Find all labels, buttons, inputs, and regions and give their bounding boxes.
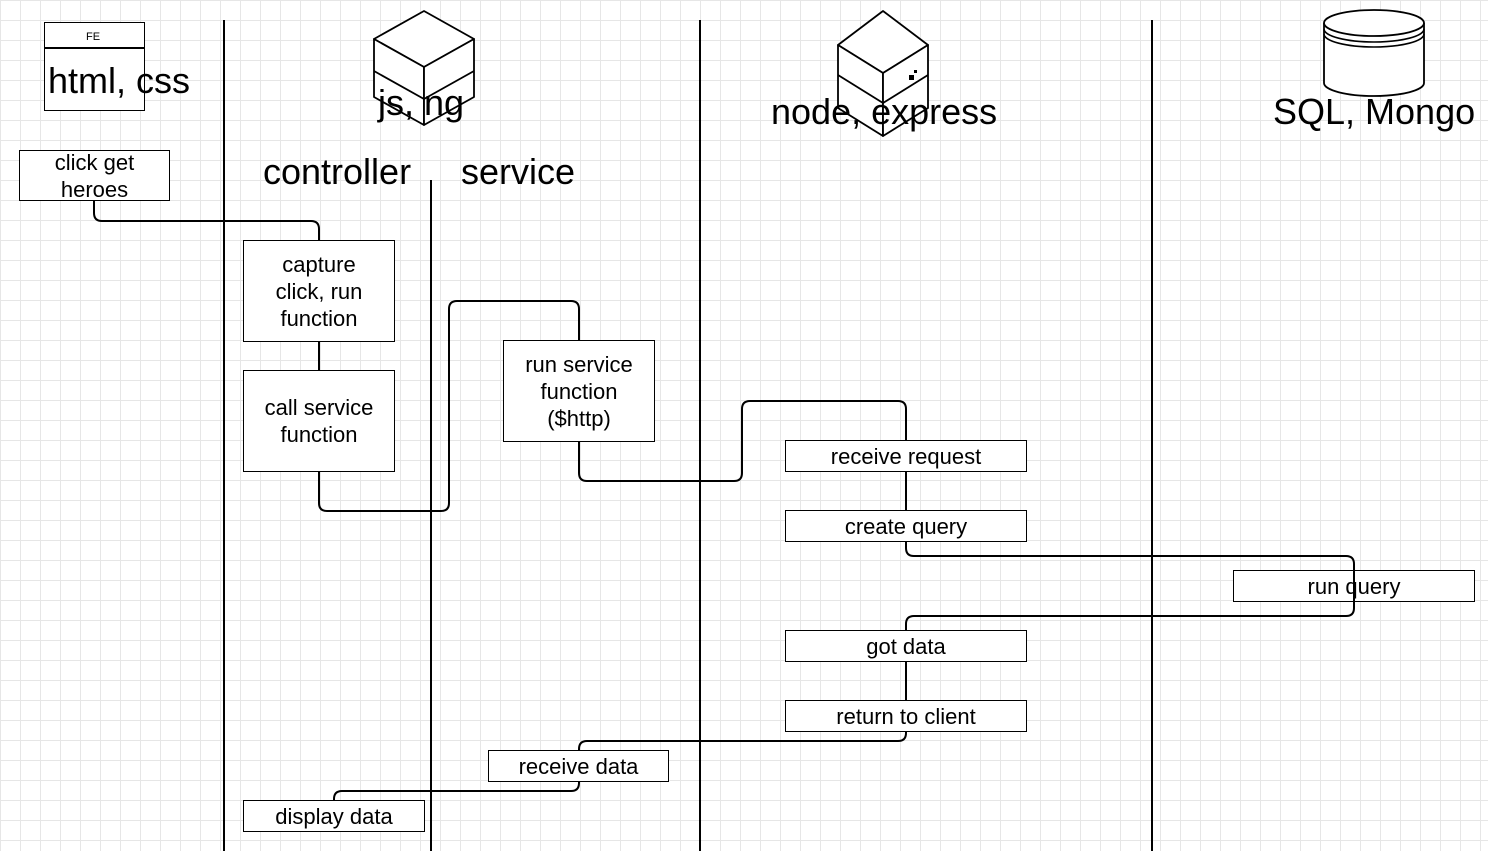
step-click-get-heroes: click get heroes: [19, 150, 170, 202]
connector-call-to-run-service: [318, 300, 580, 512]
lane-divider-angular-backend: [699, 20, 701, 851]
connector-run-service-to-receive-request: [578, 400, 907, 482]
lane-divider-frontend-angular: [223, 20, 225, 851]
server-cube-icon: [837, 10, 929, 137]
frontend-lane-label: html, css: [48, 60, 191, 101]
backend-lane-label: node, express: [771, 91, 998, 132]
angular-lane-label: js, ng: [378, 82, 465, 123]
step-run-service: run service function ($http): [503, 340, 655, 442]
connector-receive-data-to-display: [333, 781, 580, 801]
connector-overlay-run-query: [1353, 564, 1355, 608]
step-capture-click: capture click, run function: [243, 240, 395, 342]
service-lane-label: service: [461, 151, 576, 192]
connector-return-to-receive-data: [578, 731, 907, 751]
step-got-data: got data: [785, 630, 1027, 662]
step-create-query: create query: [785, 510, 1027, 542]
step-display-data: display data: [243, 800, 425, 832]
step-call-service: call service function: [243, 370, 395, 472]
lane-divider-backend-database: [1151, 20, 1153, 851]
browser-window-icon: [44, 22, 145, 111]
connector-click-to-capture: [93, 200, 320, 241]
browser-titlebar-divider: [44, 47, 145, 49]
connector-run-query-to-got-data: [905, 601, 1355, 631]
lane-divider-controller-service: [430, 180, 432, 851]
cube-icon: [373, 10, 475, 126]
step-receive-data: receive data: [488, 750, 669, 782]
database-lane-label: SQL, Mongo: [1273, 91, 1476, 132]
database-cylinder-icon: [1323, 9, 1425, 97]
controller-lane-label: controller: [263, 151, 412, 192]
step-return-to-client: return to client: [785, 700, 1027, 732]
frontend-badge: FE: [86, 31, 101, 43]
step-receive-request: receive request: [785, 440, 1027, 472]
connector-create-query-to-run-query: [905, 541, 1355, 571]
